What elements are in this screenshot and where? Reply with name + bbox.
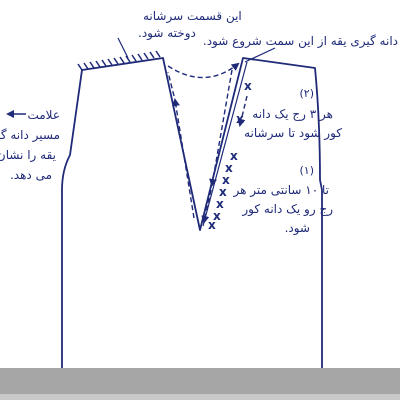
step1-line1: تا ۱۰ سانتی متر هر [233,183,329,198]
neck-right-inner-line [202,61,248,227]
legend-note-line2: مسیر دانه گیری [0,128,60,143]
legend-note-line1: علامت [27,108,60,122]
leader-top-note [117,37,129,59]
step2-line1: هر ۳ رج یک دانه [252,107,333,122]
x-mark-9: x [208,218,216,232]
x-mark-4: x [225,161,233,175]
shoulder-seam-note-line2: دوخته شود. [138,26,196,41]
bottom-grey-band-light [0,394,400,400]
shoulder-seam-note-line1: این قسمت سرشانه [143,9,242,24]
x-mark-5: x [222,173,230,187]
legend-note-line3: یقه را نشان [0,148,56,163]
x-mark-2: x [236,112,244,126]
left-shoulder-hatch [77,50,161,71]
step2-line2: کور شود تا سرشانه [244,126,342,141]
pickup-path-left-upper [167,71,175,97]
pickup-path-curve [167,62,240,79]
step2-number: (۲) [299,87,314,100]
legend-note-line4: می دهد. [10,168,52,182]
pickup-path-right-lower [201,189,212,224]
x-mark-6: x [219,185,227,199]
pickup-path-left [172,98,195,219]
x-mark-8: x [213,209,221,223]
pickup-path-right [209,69,233,187]
pickup-path-right-upper [237,95,248,127]
pickup-start-note: دانه گیری یقه از این سمت شروع شود. [203,34,398,49]
step1-number: (۱) [299,164,314,177]
x-mark-7: x [216,197,224,211]
step1-line2: رج رو یک دانه کور [241,202,333,217]
x-mark-3: x [230,149,238,163]
garment-outline [61,57,323,380]
leader-right-note [244,47,276,63]
step1-line3: شود. [285,221,310,236]
x-mark-1: x [244,79,252,93]
